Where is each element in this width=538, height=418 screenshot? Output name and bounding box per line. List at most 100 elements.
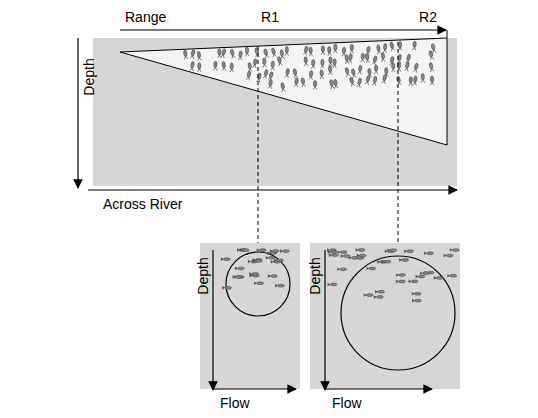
fish: [413, 63, 419, 73]
axis-label: Flow: [332, 396, 362, 410]
fish: [351, 69, 356, 79]
fish: [404, 249, 413, 253]
fish: [274, 259, 283, 263]
fish: [366, 267, 375, 271]
fish: [356, 248, 365, 252]
fish: [253, 258, 262, 262]
fish: [221, 257, 230, 261]
fish: [280, 249, 289, 253]
beam-circle: [226, 252, 290, 316]
fish: [404, 62, 409, 72]
fish: [348, 53, 353, 63]
fish: [257, 248, 266, 252]
fish: [256, 73, 261, 83]
fish: [444, 254, 453, 258]
fish: [421, 74, 425, 83]
fish: [364, 293, 373, 297]
fish: [304, 57, 308, 66]
fish: [285, 46, 289, 55]
fish: [190, 61, 195, 71]
fish: [280, 82, 285, 92]
range-arrow: [120, 29, 446, 30]
depth-arrow: [212, 250, 213, 390]
fish: [320, 70, 324, 79]
fish: [389, 41, 395, 51]
fish: [309, 47, 313, 56]
fish: [293, 68, 298, 78]
fish: [416, 275, 425, 279]
fish: [190, 49, 195, 59]
fish: [376, 45, 381, 55]
fish: [301, 77, 306, 87]
fish: [217, 49, 221, 58]
fish: [263, 69, 269, 79]
fish: [197, 63, 201, 72]
fish: [238, 51, 242, 60]
flow-section: [200, 243, 300, 389]
fish: [450, 248, 459, 252]
fish: [249, 272, 258, 276]
fish: [253, 59, 258, 69]
fish: [254, 281, 263, 285]
axis-label: Across River: [103, 197, 182, 211]
fish: [197, 51, 202, 61]
fish: [365, 75, 371, 85]
fish: [254, 48, 259, 58]
across-arrow: [88, 189, 457, 190]
flow-arrow: [325, 388, 432, 389]
axis-label: R1: [261, 10, 279, 24]
fish: [240, 248, 249, 252]
fish: [391, 63, 395, 72]
fish: [429, 50, 434, 60]
flow-arrow: [213, 388, 296, 389]
projection-line: [398, 42, 399, 255]
fish: [328, 250, 337, 254]
range-tick: [447, 30, 448, 38]
fish: [222, 61, 226, 70]
fish: [409, 77, 413, 86]
fish: [337, 267, 346, 271]
projection-line: [258, 46, 259, 250]
fish: [412, 292, 421, 296]
fish: [328, 283, 337, 287]
fish: [413, 76, 418, 86]
fish: [253, 259, 262, 263]
axis-label: Depth: [196, 257, 210, 294]
axis-label: Range: [125, 10, 166, 24]
fish: [248, 62, 252, 71]
fish: [311, 60, 315, 69]
fish: [345, 67, 350, 77]
fish: [268, 79, 273, 89]
fish: [270, 249, 279, 253]
fish: [365, 53, 370, 63]
fish: [396, 273, 405, 277]
flow-section: [310, 243, 460, 389]
fish: [381, 53, 385, 62]
fish: [246, 71, 251, 81]
fish: [222, 286, 231, 290]
fish: [328, 65, 332, 74]
river-section: [93, 38, 457, 186]
fish: [183, 50, 188, 60]
fish: [213, 61, 217, 70]
fish: [429, 62, 434, 72]
fish: [313, 80, 317, 89]
fish: [320, 59, 324, 68]
fish: [266, 256, 275, 260]
fish: [230, 49, 236, 59]
depth-arrow: [324, 250, 325, 390]
fish: [372, 56, 378, 66]
fish: [374, 295, 383, 299]
fish: [374, 65, 378, 74]
fish: [309, 70, 313, 79]
depth-arrow: [77, 38, 78, 188]
fish: [262, 58, 266, 67]
fish: [361, 53, 365, 62]
fish: [358, 65, 363, 75]
fish: [387, 248, 396, 252]
fish: [327, 47, 331, 56]
fish: [341, 254, 350, 258]
fish: [333, 44, 337, 53]
fish: [396, 76, 401, 86]
